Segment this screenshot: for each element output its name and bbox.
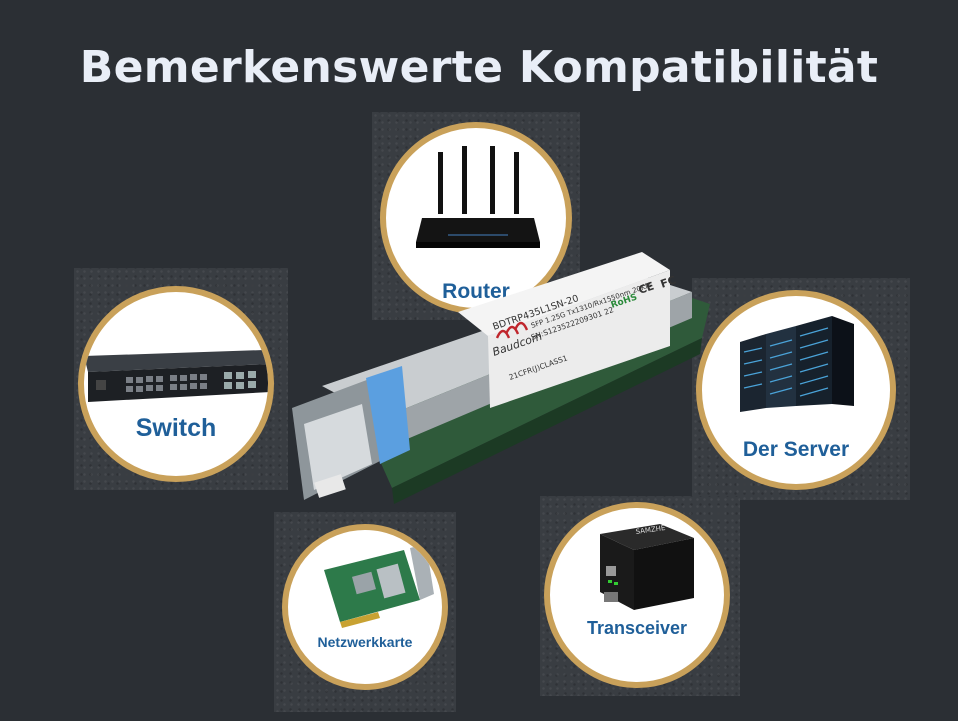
network-card-icon: [324, 544, 434, 628]
switch-icon: [84, 350, 268, 402]
server-label: Der Server: [742, 438, 850, 461]
media-converter-icon: SAMZHE: [600, 524, 694, 610]
router-icon: [416, 146, 540, 248]
nic-circle: Netzwerkkarte: [282, 524, 448, 690]
switch-label: Switch: [135, 414, 217, 442]
server-rack-icon: [740, 316, 854, 412]
page-title: Bemerkenswerte Kompatibilität: [79, 42, 879, 93]
nic-label: Netzwerkkarte: [317, 634, 413, 650]
router-circle: Router: [380, 122, 572, 314]
sfp-mark-ce: CE: [637, 279, 656, 296]
router-label: Router: [442, 280, 510, 303]
sfp-module: Baudcom BDTRP435L1SN-20 SFP 1.25G Tx1310…: [292, 252, 710, 504]
server-circle: Der Server: [696, 290, 896, 490]
sfp-mark-fc: FC: [659, 273, 678, 290]
switch-circle: Switch: [78, 286, 274, 482]
transceiver-label: Transceiver: [586, 618, 688, 638]
transceiver-circle: SAMZHE Transceiver: [544, 502, 730, 688]
